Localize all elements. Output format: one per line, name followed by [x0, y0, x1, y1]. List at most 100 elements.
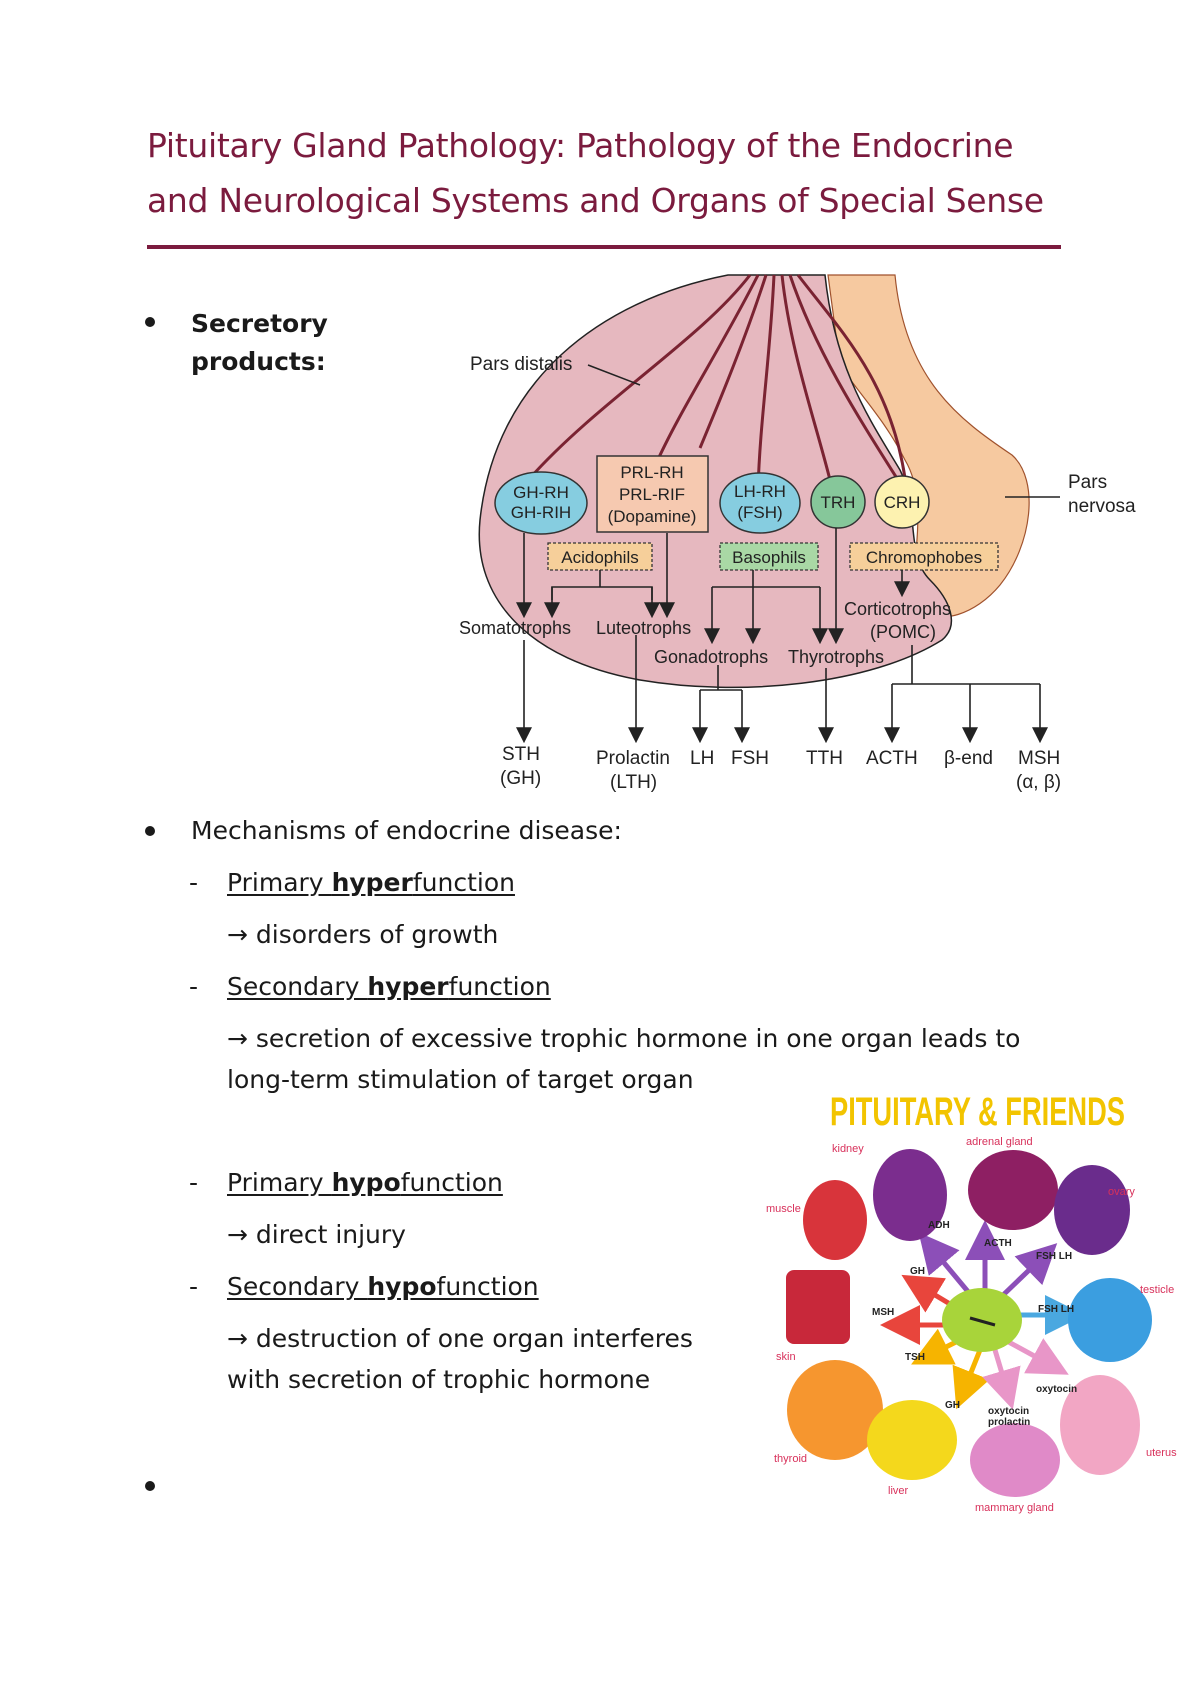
- mechanisms-heading: Mechanisms of endocrine disease:: [191, 816, 622, 845]
- page-title: Pituitary Gland Pathology: Pathology of …: [147, 118, 1077, 228]
- gh-rh-node: [494, 471, 588, 535]
- label-msh-sub: (α, β): [1016, 772, 1061, 793]
- label-muscle: muscle: [766, 1203, 801, 1215]
- thyroid-plush: [787, 1360, 883, 1460]
- adrenal-plush: [968, 1150, 1058, 1230]
- muscle-plush: [803, 1180, 867, 1260]
- label-liver: liver: [888, 1485, 909, 1497]
- primary-hypofunction-desc: → direct injury: [227, 1220, 406, 1249]
- neurosecretory-fibers: [528, 274, 907, 491]
- secondary-hyperfunction-desc-1: → secretion of excessive trophic hormone…: [227, 1024, 1021, 1053]
- hormone-labels: ADH ACTH FSH LH FSH LH GH MSH TSH GH oxy…: [872, 1220, 1077, 1428]
- bullet-empty: [145, 1481, 155, 1491]
- label-fsh: FSH: [731, 748, 769, 769]
- friends-title: PITUITARY & FRIENDS: [830, 1090, 1125, 1134]
- crh-node: [874, 475, 930, 529]
- label-basophils: Basophils: [732, 548, 806, 567]
- dash-4: -: [189, 1272, 199, 1301]
- pituitary-friends-image: PITUITARY & FRIENDS kidney adrenal gland…: [766, 1090, 1177, 1514]
- label-fsh-rh: (FSH): [737, 503, 782, 522]
- label-corticotrophs: Corticotrophs: [844, 599, 951, 619]
- basophils-box: [719, 542, 819, 571]
- label-ovary: ovary: [1108, 1186, 1135, 1198]
- hormone-tsh: TSH: [905, 1352, 925, 1363]
- hormone-gh-1: GH: [910, 1266, 925, 1277]
- hormone-arrows: [880, 1220, 1085, 1410]
- hormone-fsh-lh-2: FSH LH: [1038, 1304, 1074, 1315]
- hormone-oxytocin-2: oxytocin: [988, 1406, 1029, 1417]
- mammary-plush: [970, 1423, 1060, 1497]
- bullet-secretory: [145, 317, 155, 327]
- label-prl-rif: PRL-RIF: [619, 485, 685, 504]
- label-dopamine: (Dopamine): [608, 507, 697, 526]
- title-divider: [147, 245, 1061, 249]
- dash-3: -: [189, 1168, 199, 1197]
- pars-distalis-shape: [478, 274, 953, 689]
- chromophobes-box: [849, 542, 999, 571]
- pars-nervosa-shape: [827, 274, 1030, 618]
- label-thyroid: thyroid: [774, 1453, 807, 1465]
- label-prl-rh: PRL-RH: [620, 463, 683, 482]
- secretory-line-1: Secretory: [191, 309, 328, 338]
- label-msh: MSH: [1018, 748, 1060, 769]
- label-lh: LH: [690, 748, 714, 769]
- hormone-prolactin: prolactin: [988, 1417, 1030, 1428]
- dash-2: -: [189, 972, 199, 1001]
- secondary-hypofunction-heading: Secondary hypofunction: [227, 1272, 539, 1301]
- ovary-plush: [1054, 1165, 1130, 1255]
- page-title-line-2: and Neurological Systems and Organs of S…: [147, 181, 1044, 220]
- label-skin: skin: [776, 1351, 796, 1363]
- hormone-msh: MSH: [872, 1307, 894, 1318]
- hormone-acth: ACTH: [984, 1238, 1012, 1249]
- lh-rh-node: [719, 472, 801, 534]
- pars-distalis-pointer: [587, 364, 641, 386]
- liver-plush: [867, 1400, 957, 1480]
- label-sth: STH: [502, 744, 540, 765]
- label-prolactin: Prolactin: [596, 748, 670, 769]
- pituitary-diagram: Pars distalis Pars nervosa GH-RH GH-RIH …: [459, 274, 1136, 793]
- label-mammary: mammary gland: [975, 1502, 1054, 1514]
- label-trh: TRH: [821, 493, 856, 512]
- secondary-hypofunction-desc-1: → destruction of one organ interferes: [227, 1324, 693, 1353]
- label-pomc: (POMC): [870, 622, 936, 642]
- uterus-plush: [1060, 1375, 1140, 1475]
- label-b-end: β-end: [944, 748, 993, 769]
- label-gh-output: (GH): [500, 768, 541, 789]
- hormone-fsh-lh-1: FSH LH: [1036, 1251, 1072, 1262]
- secondary-hypofunction-desc-2: with secretion of trophic hormone: [227, 1365, 651, 1394]
- label-acidophils: Acidophils: [561, 548, 639, 567]
- dash-1: -: [189, 868, 199, 897]
- label-testicle: testicle: [1140, 1284, 1174, 1296]
- label-uterus: uterus: [1146, 1447, 1177, 1459]
- primary-hyperfunction-desc: → disorders of growth: [227, 920, 499, 949]
- label-lh-rh: LH-RH: [734, 482, 786, 501]
- page-title-line-1: Pituitary Gland Pathology: Pathology of …: [147, 126, 1014, 165]
- label-lth: (LTH): [610, 772, 657, 793]
- label-gonadotrophs: Gonadotrophs: [654, 647, 768, 667]
- label-pars-nervosa-2: nervosa: [1068, 496, 1136, 517]
- acidophils-box: [547, 542, 653, 571]
- kidney-plush: [873, 1149, 947, 1241]
- primary-hypofunction-heading: Primary hypofunction: [227, 1168, 503, 1197]
- label-adrenal: adrenal gland: [966, 1136, 1033, 1148]
- label-gh-rh: GH-RH: [513, 483, 569, 502]
- primary-hyperfunction-heading: Primary hyperfunction: [227, 868, 515, 897]
- organ-labels: kidney adrenal gland ovary muscle testic…: [766, 1136, 1177, 1514]
- prl-node: [596, 455, 709, 533]
- skin-plush: [786, 1270, 850, 1344]
- label-acth: ACTH: [866, 748, 918, 769]
- testicle-plush: [1068, 1278, 1152, 1362]
- label-pars-nervosa-1: Pars: [1068, 472, 1107, 493]
- secretory-products-label: Secretory products:: [191, 305, 328, 381]
- label-thyrotrophs: Thyrotrophs: [788, 647, 884, 667]
- label-gh-rih: GH-RIH: [511, 503, 571, 522]
- label-luteotrophs: Luteotrophs: [596, 618, 691, 638]
- hormone-oxytocin: oxytocin: [1036, 1384, 1077, 1395]
- secretory-line-2: products:: [191, 347, 326, 376]
- label-crh: CRH: [884, 493, 921, 512]
- secondary-hyperfunction-desc-2: long-term stimulation of target organ: [227, 1065, 694, 1094]
- pituitary-face: [969, 1316, 996, 1327]
- hormone-gh-2: GH: [945, 1400, 960, 1411]
- bullet-mechanisms: [145, 826, 155, 836]
- label-tth: TTH: [806, 748, 843, 769]
